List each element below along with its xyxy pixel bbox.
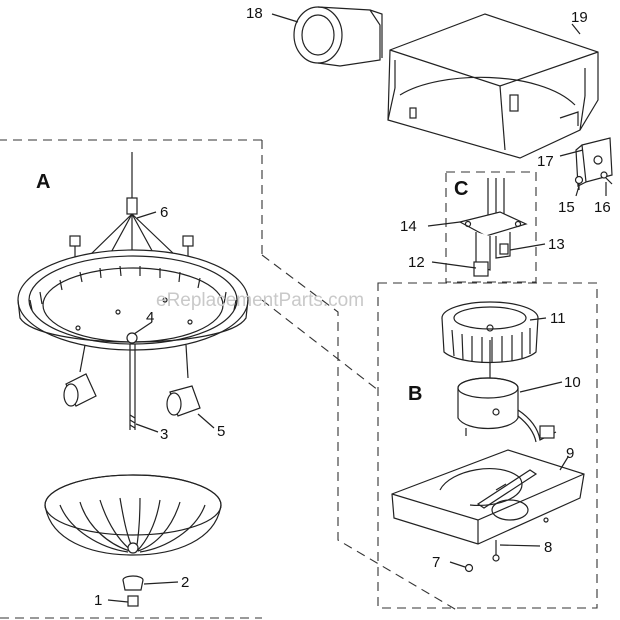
bulb-socket-right — [166, 344, 201, 417]
bulb-socket-left — [63, 344, 97, 407]
callout-7: 7 — [432, 554, 440, 571]
callout-15: 15 — [558, 199, 575, 216]
screw-part-15 — [574, 175, 584, 190]
finial-part — [122, 575, 144, 591]
motor-part — [457, 340, 557, 443]
callout-19: 19 — [571, 9, 588, 26]
callout-5: 5 — [217, 423, 225, 440]
motor-plug-bracket-part — [458, 178, 528, 277]
callout-14: 14 — [400, 218, 417, 235]
callout-12: 12 — [408, 254, 425, 271]
leader-lines — [107, 13, 607, 603]
threaded-rod-part — [129, 344, 136, 430]
section-label-b: B — [408, 383, 422, 405]
callout-17: 17 — [537, 153, 554, 170]
callout-4: 4 — [146, 309, 154, 326]
section-label-c: C — [454, 178, 468, 200]
section-label-a: A — [36, 171, 50, 193]
callout-2: 2 — [181, 574, 189, 591]
duct-connector-part — [293, 6, 383, 67]
callout-18: 18 — [246, 5, 263, 22]
wire-nut-left — [69, 235, 81, 258]
watermark-text: eReplacementParts.com — [156, 290, 364, 311]
screw-part-16 — [600, 171, 613, 185]
mounting-plate-part — [391, 449, 585, 545]
callout-8: 8 — [544, 539, 552, 556]
screw-part-8 — [492, 540, 500, 562]
callout-16: 16 — [594, 199, 611, 216]
callout-13: 13 — [548, 236, 565, 253]
screw-part-7 — [464, 563, 474, 573]
callout-3: 3 — [160, 426, 168, 443]
junction-box-part — [575, 137, 613, 187]
callout-10: 10 — [564, 374, 581, 391]
callout-6: 6 — [160, 204, 168, 221]
section-c-outline — [445, 171, 537, 283]
callout-11: 11 — [550, 310, 566, 327]
section-a-outline — [0, 139, 263, 619]
callout-9: 9 — [566, 445, 574, 462]
glass-globe-part — [44, 474, 222, 556]
connector-lines — [261, 254, 461, 613]
section-b-outline — [377, 282, 598, 609]
fan-housing-part — [387, 13, 599, 159]
light-fixture-ring-part — [17, 249, 249, 351]
callout-1: 1 — [94, 592, 102, 609]
cap-nut-part — [127, 595, 139, 607]
